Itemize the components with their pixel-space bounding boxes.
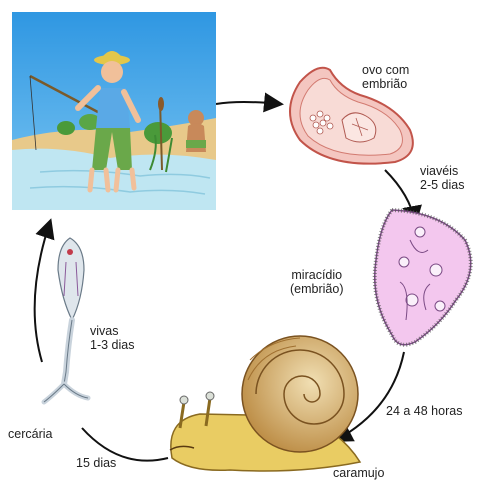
arrow-cercaria-to-fisherman: [35, 222, 50, 362]
cercaria-label: cercária: [8, 427, 52, 441]
miracidium-label: miracídio (embrião): [290, 268, 344, 296]
snail-label: caramujo: [333, 466, 384, 480]
hours-label: 24 a 48 horas: [386, 404, 462, 418]
miracidium-illustration: [375, 210, 471, 345]
fisherman-scene: [12, 12, 216, 210]
snail-illustration: [170, 336, 360, 471]
alive-period-label: vivas 1-3 dias: [90, 324, 134, 352]
cercaria-illustration: [44, 238, 88, 402]
days-15-label: 15 dias: [76, 456, 116, 470]
arrow-fisherman-to-egg: [216, 102, 280, 104]
viable-period-label: viavéis 2-5 dias: [420, 164, 464, 192]
egg-label: ovo com embrião: [362, 63, 409, 91]
